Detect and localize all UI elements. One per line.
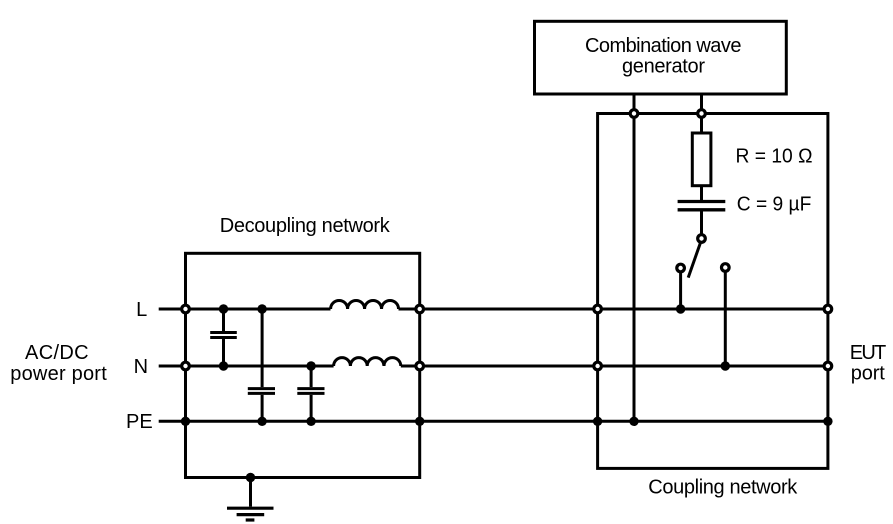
svg-text:N: N: [134, 356, 148, 378]
svg-text:port: port: [851, 363, 885, 385]
svg-text:AC/DC: AC/DC: [25, 342, 89, 364]
svg-text:Coupling network: Coupling network: [648, 477, 798, 499]
svg-text:PE: PE: [126, 411, 153, 433]
svg-text:EUT: EUT: [850, 342, 887, 364]
svg-text:generator: generator: [622, 55, 705, 77]
svg-text:L: L: [136, 299, 147, 321]
svg-text:Combination wave: Combination wave: [585, 35, 742, 57]
svg-text:R = 10 Ω: R = 10 Ω: [736, 145, 813, 167]
svg-text:C = 9 µF: C = 9 µF: [737, 193, 812, 215]
svg-text:Decoupling network: Decoupling network: [220, 215, 391, 237]
svg-text:power port: power port: [10, 363, 107, 385]
